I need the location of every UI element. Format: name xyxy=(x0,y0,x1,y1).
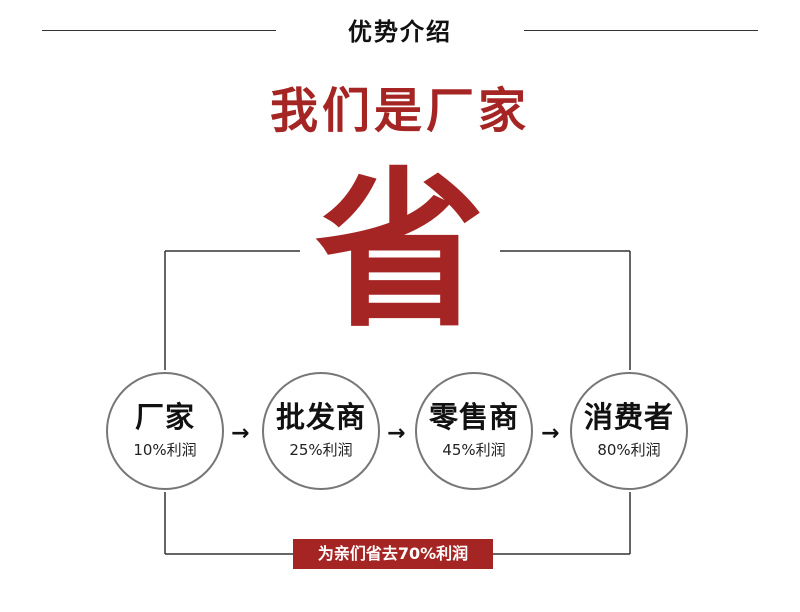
section-title: 优势介绍 xyxy=(348,18,452,46)
chain-node-manufacturer: 厂家 10%利润 xyxy=(106,372,224,490)
node-profit: 80%利润 xyxy=(597,441,661,460)
savings-badge: 为亲们省去70%利润 xyxy=(293,539,493,569)
node-profit: 45%利润 xyxy=(442,441,506,460)
node-name: 批发商 xyxy=(275,399,366,434)
node-name: 消费者 xyxy=(583,399,674,434)
chain-node-wholesaler: 批发商 25%利润 xyxy=(262,372,380,490)
chain-node-consumer: 消费者 80%利润 xyxy=(570,372,688,490)
chain-node-retailer: 零售商 45%利润 xyxy=(415,372,533,490)
title-rule-right xyxy=(524,30,758,31)
arrow-icon: → xyxy=(541,421,560,446)
node-profit: 25%利润 xyxy=(289,441,353,460)
arrow-icon: → xyxy=(387,421,406,446)
save-character: 省 xyxy=(300,160,500,345)
title-rule-left xyxy=(42,30,276,31)
headline: 我们是厂家 xyxy=(269,83,530,139)
node-name: 零售商 xyxy=(428,399,519,434)
node-name: 厂家 xyxy=(134,399,195,434)
node-profit: 10%利润 xyxy=(133,441,197,460)
arrow-icon: → xyxy=(231,421,250,446)
